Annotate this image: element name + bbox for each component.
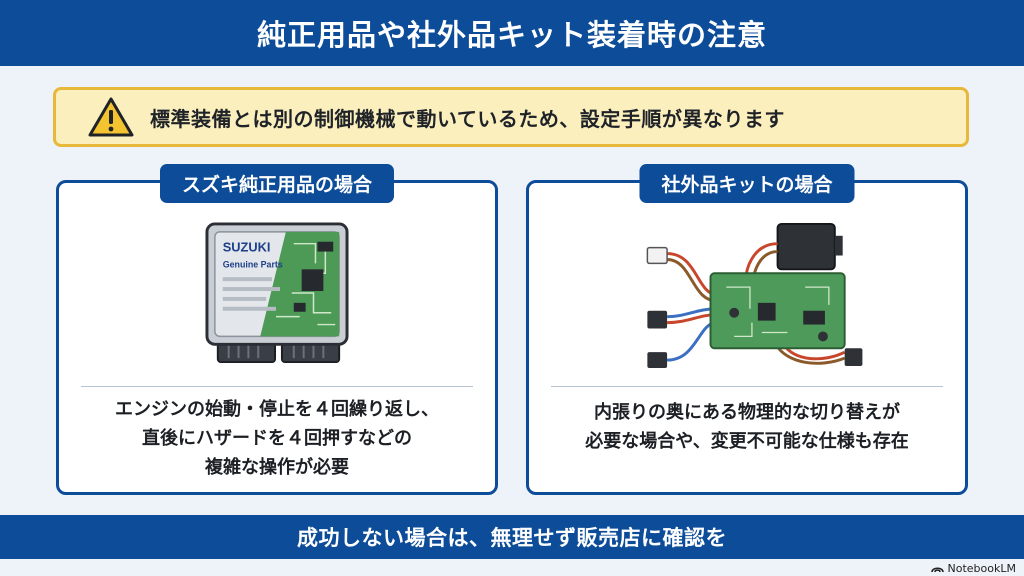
- brand-watermark: NotebookLM: [930, 562, 1016, 575]
- page-title: 純正用品や社外品キット装着時の注意: [0, 0, 1024, 66]
- genuine-parts-card-title: スズキ純正用品の場合: [159, 164, 395, 203]
- notebooklm-logo-icon: [930, 567, 944, 573]
- footer-message: 成功しない場合は、無理せず販売店に確認を: [0, 515, 1024, 559]
- module-brand-label: SUZUKI: [223, 240, 271, 255]
- card-divider: [551, 386, 943, 387]
- ecu-module-icon: SUZUKI Genuine Parts: [205, 222, 349, 364]
- warning-banner: 標準装備とは別の制御機械で動いているため、設定手順が異なります: [53, 87, 969, 147]
- aftermarket-kit-card: 社外品キットの場合 内張: [526, 164, 968, 495]
- module-sub-label: Genuine Parts: [223, 259, 283, 269]
- brand-label: NotebookLM: [947, 562, 1016, 575]
- warning-triangle-icon: [88, 97, 134, 137]
- genuine-parts-card: スズキ純正用品の場合 SUZUKI Genuine Parts: [56, 164, 498, 495]
- aftermarket-kit-description: 内張りの奥にある物理的な切り替えが 必要な場合や、変更不可能な仕様も存在: [585, 402, 909, 452]
- card-divider: [81, 386, 473, 387]
- aftermarket-kit-card-title: 社外品キットの場合: [639, 164, 855, 203]
- warning-text: 標準装備とは別の制御機械で動いているため、設定手順が異なります: [150, 106, 785, 131]
- circuit-board-kit-icon: [646, 222, 863, 368]
- genuine-parts-description: エンジンの始動・停止を４回繰り返し、 直後にハザードを４回押すなどの 複雑な操作…: [115, 399, 439, 478]
